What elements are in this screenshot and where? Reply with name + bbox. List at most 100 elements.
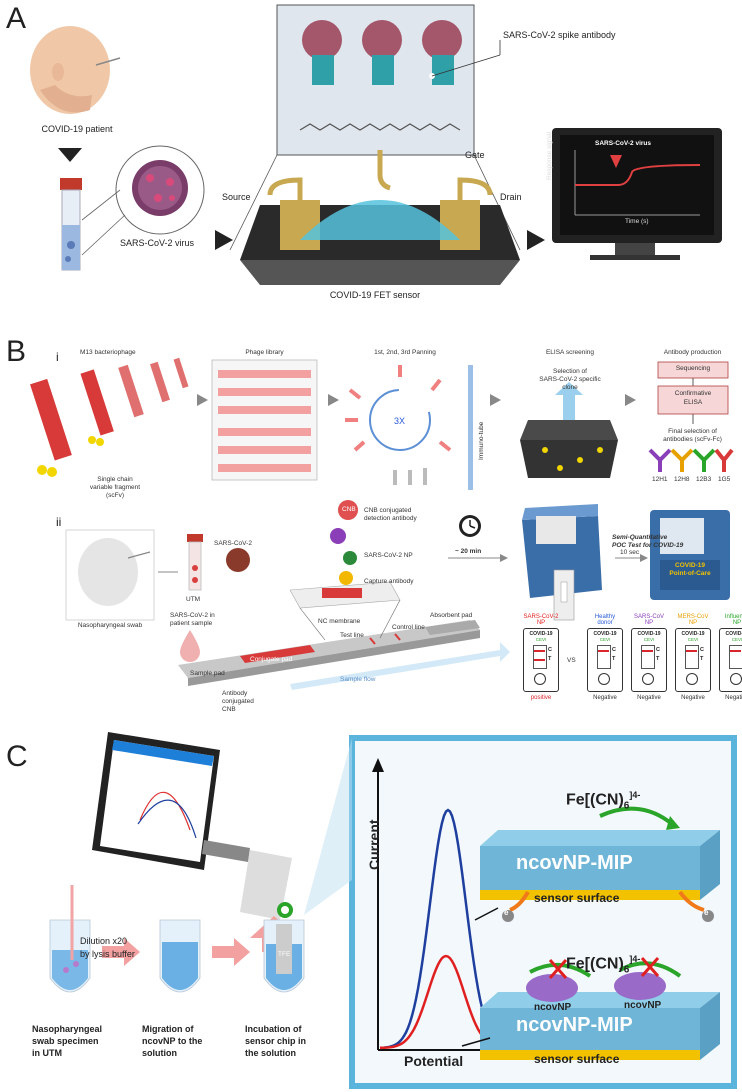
- strip-top-2: NP: [644, 620, 654, 626]
- fe-formula-sub: 6: [623, 800, 630, 812]
- strip-c-letter: C: [548, 647, 552, 653]
- sub-label-i: i: [56, 350, 59, 364]
- strip-c-line: [598, 650, 609, 652]
- sensor-label: COVID-19 FET sensor: [329, 290, 421, 300]
- utm-tube-icon: [187, 534, 250, 591]
- strip-sub: CEVI: [535, 637, 547, 642]
- strip-top: SARS-CoV-2: [523, 614, 559, 620]
- sequencing-label: Sequencing: [675, 365, 711, 372]
- strip-window: [641, 645, 655, 669]
- strip-top-2: donor: [597, 620, 613, 626]
- conjugate-pad-label: Conjugate pad: [250, 656, 293, 663]
- elisa-title: ELISA screening: [545, 349, 595, 356]
- strip-result: Negative: [681, 695, 705, 701]
- phage-library-label: Phage library: [245, 349, 284, 356]
- phage-icons: [30, 357, 189, 477]
- strip-result: positive: [530, 695, 552, 701]
- strip-header: COVID-19: [529, 631, 553, 637]
- panel-b-illustration: [30, 357, 734, 690]
- antibody-y-icons: [648, 448, 734, 472]
- scfv-label-1: Single chain: [97, 476, 133, 483]
- monitor-icon: [552, 128, 722, 260]
- confirmative-1: Confirmative: [674, 390, 712, 397]
- mip-layer-top: [480, 830, 720, 900]
- ncovnp-label-1: ncovNP: [534, 1002, 572, 1013]
- naso-swab-label: Nasopharyngeal swab: [77, 622, 143, 629]
- sample-flow-label: Sample flow: [340, 676, 376, 683]
- droplet-icon: [180, 630, 200, 662]
- ab-cnb-1: Antibody: [222, 690, 248, 697]
- elisa-sel-3: clone: [562, 384, 578, 391]
- virus-label: SARS-CoV-2 virus: [120, 238, 195, 248]
- panel-a-illustration: [30, 4, 722, 285]
- elisa-sel-2: SARS-CoV-2 specific: [539, 376, 601, 383]
- device-screen-1: COVID-19: [675, 562, 705, 569]
- strip-c-line: [642, 650, 653, 652]
- timer-icon: [459, 515, 481, 537]
- strip-sub: CEVI: [731, 637, 742, 642]
- strip-top-2: NP: [688, 620, 698, 626]
- step3-3: the solution: [245, 1048, 296, 1058]
- elisa-plate-icon: [520, 382, 618, 478]
- phage-library-rows: [218, 370, 311, 472]
- poc-title-1: Semi-Quantitative: [612, 534, 668, 541]
- sars-cov2-label: SARS-CoV-2: [214, 540, 252, 547]
- sensor-surface-top: sensor surface: [534, 891, 620, 905]
- step2-2: ncovNP to the: [142, 1036, 203, 1046]
- strip-header: COVID-19: [681, 631, 705, 637]
- m13-label: M13 bacteriophage: [80, 349, 136, 356]
- scfv-label-2: variable fragment: [89, 484, 141, 491]
- source-label: Source: [222, 192, 251, 202]
- strip-header: COVID-19: [725, 631, 742, 637]
- antibody-prod-label: Antibody production: [663, 349, 722, 356]
- fet-sensor-icon: [240, 150, 520, 285]
- step3-2: sensor chip in: [245, 1036, 307, 1046]
- strip-c-line: [686, 650, 697, 652]
- y-axis-label: Current: [366, 819, 382, 870]
- arrow-right-icon: [102, 938, 140, 966]
- ten-sec-label: 10 sec: [620, 549, 640, 556]
- tube-3-icon: [263, 919, 305, 993]
- strip-top: Influenza: [724, 614, 742, 620]
- strip-sub: CEVI: [599, 637, 611, 642]
- strip-well: [598, 673, 610, 685]
- strip-t-letter: T: [612, 656, 616, 662]
- ncovnp-label-2: ncovNP: [624, 1000, 662, 1011]
- monitor-title: SARS-CoV-2 virus: [595, 140, 651, 147]
- clone-12h8: 12H8: [674, 476, 690, 483]
- strip-window: [729, 645, 742, 669]
- virus-icon: [132, 160, 188, 216]
- panning-rods: [345, 365, 452, 452]
- sars-in-sample-1: SARS-CoV-2 in: [170, 612, 215, 619]
- absorbent-pad-label: Absorbent pad: [430, 612, 473, 619]
- tube-2-icon: [159, 919, 201, 993]
- vs-label: VS: [567, 657, 576, 664]
- x-axis-label: Potential: [404, 1053, 464, 1069]
- patient-label: COVID-19 patient: [41, 124, 113, 134]
- strip-window: [685, 645, 699, 669]
- monitor-ylabel: Response signal: [546, 131, 553, 180]
- smartphone-icon: [92, 732, 250, 870]
- strip-result: Negative: [593, 695, 617, 701]
- sars-in-sample-2: patient sample: [170, 620, 213, 627]
- patient-head-icon: [30, 26, 121, 114]
- panel-a-letter: A: [6, 2, 27, 35]
- cnb-detect-1: CNB conjugated: [364, 507, 412, 514]
- strip-top: SARS-CoV: [633, 614, 664, 620]
- poc-title-2: POC Test for COVID-19: [612, 542, 684, 549]
- step2-3: solution: [142, 1048, 177, 1058]
- antibody-label: SARS-CoV-2 spike antibody: [503, 30, 616, 40]
- strip-c-line: [730, 650, 741, 652]
- dilution-2: by lysis buffer: [80, 949, 135, 959]
- step1-2: swab specimen: [32, 1036, 99, 1046]
- poc-reader-icon: [522, 504, 602, 621]
- step1-3: in UTM: [32, 1048, 62, 1058]
- electron-right: ē: [704, 908, 709, 917]
- step1-1: Nasopharyngeal: [32, 1024, 103, 1034]
